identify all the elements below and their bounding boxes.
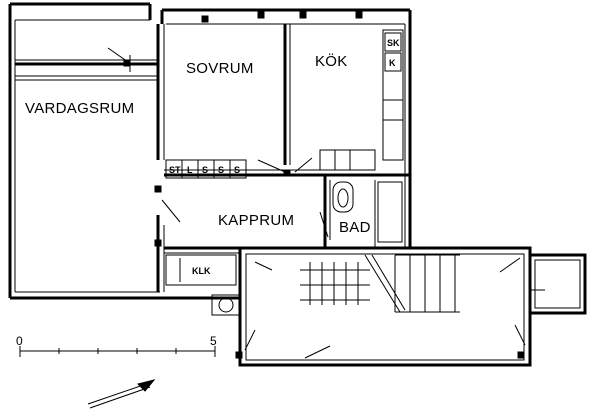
closet-label-l: L	[187, 165, 193, 175]
north-arrow-icon	[87, 379, 156, 409]
room-label-kok: KÖK	[315, 52, 348, 70]
door-swings	[161, 157, 526, 359]
stairwell	[238, 246, 532, 367]
kitchen-counter: SK K	[319, 29, 404, 171]
closet-label-s2: S	[218, 165, 224, 175]
scale-start-label: 0	[16, 334, 23, 348]
scale-bar: 0 5	[16, 334, 217, 357]
living-room-window-band	[14, 47, 159, 81]
wall-markers	[123, 11, 525, 359]
klk-label: KLK	[192, 266, 211, 276]
kitchen-label-sk: SK	[387, 38, 400, 48]
klk-closet: KLK	[165, 254, 241, 316]
closet-label-s1: S	[202, 165, 208, 175]
stair-treads	[300, 254, 460, 313]
kitchen-label-k: K	[389, 58, 396, 68]
closet-label-st: ST	[169, 165, 181, 175]
room-label-sovrum: SOVRUM	[186, 60, 254, 77]
bathroom-fixtures	[332, 181, 403, 243]
closet-row: ST L S S S	[165, 159, 247, 179]
scale-end-label: 5	[210, 334, 217, 348]
room-label-kapprum: KAPPRUM	[218, 212, 294, 229]
room-label-bad: BAD	[339, 219, 371, 236]
closet-label-s3: S	[234, 165, 240, 175]
right-balcony	[528, 253, 587, 315]
room-label-vardagsrum: VARDAGSRUM	[25, 100, 134, 117]
